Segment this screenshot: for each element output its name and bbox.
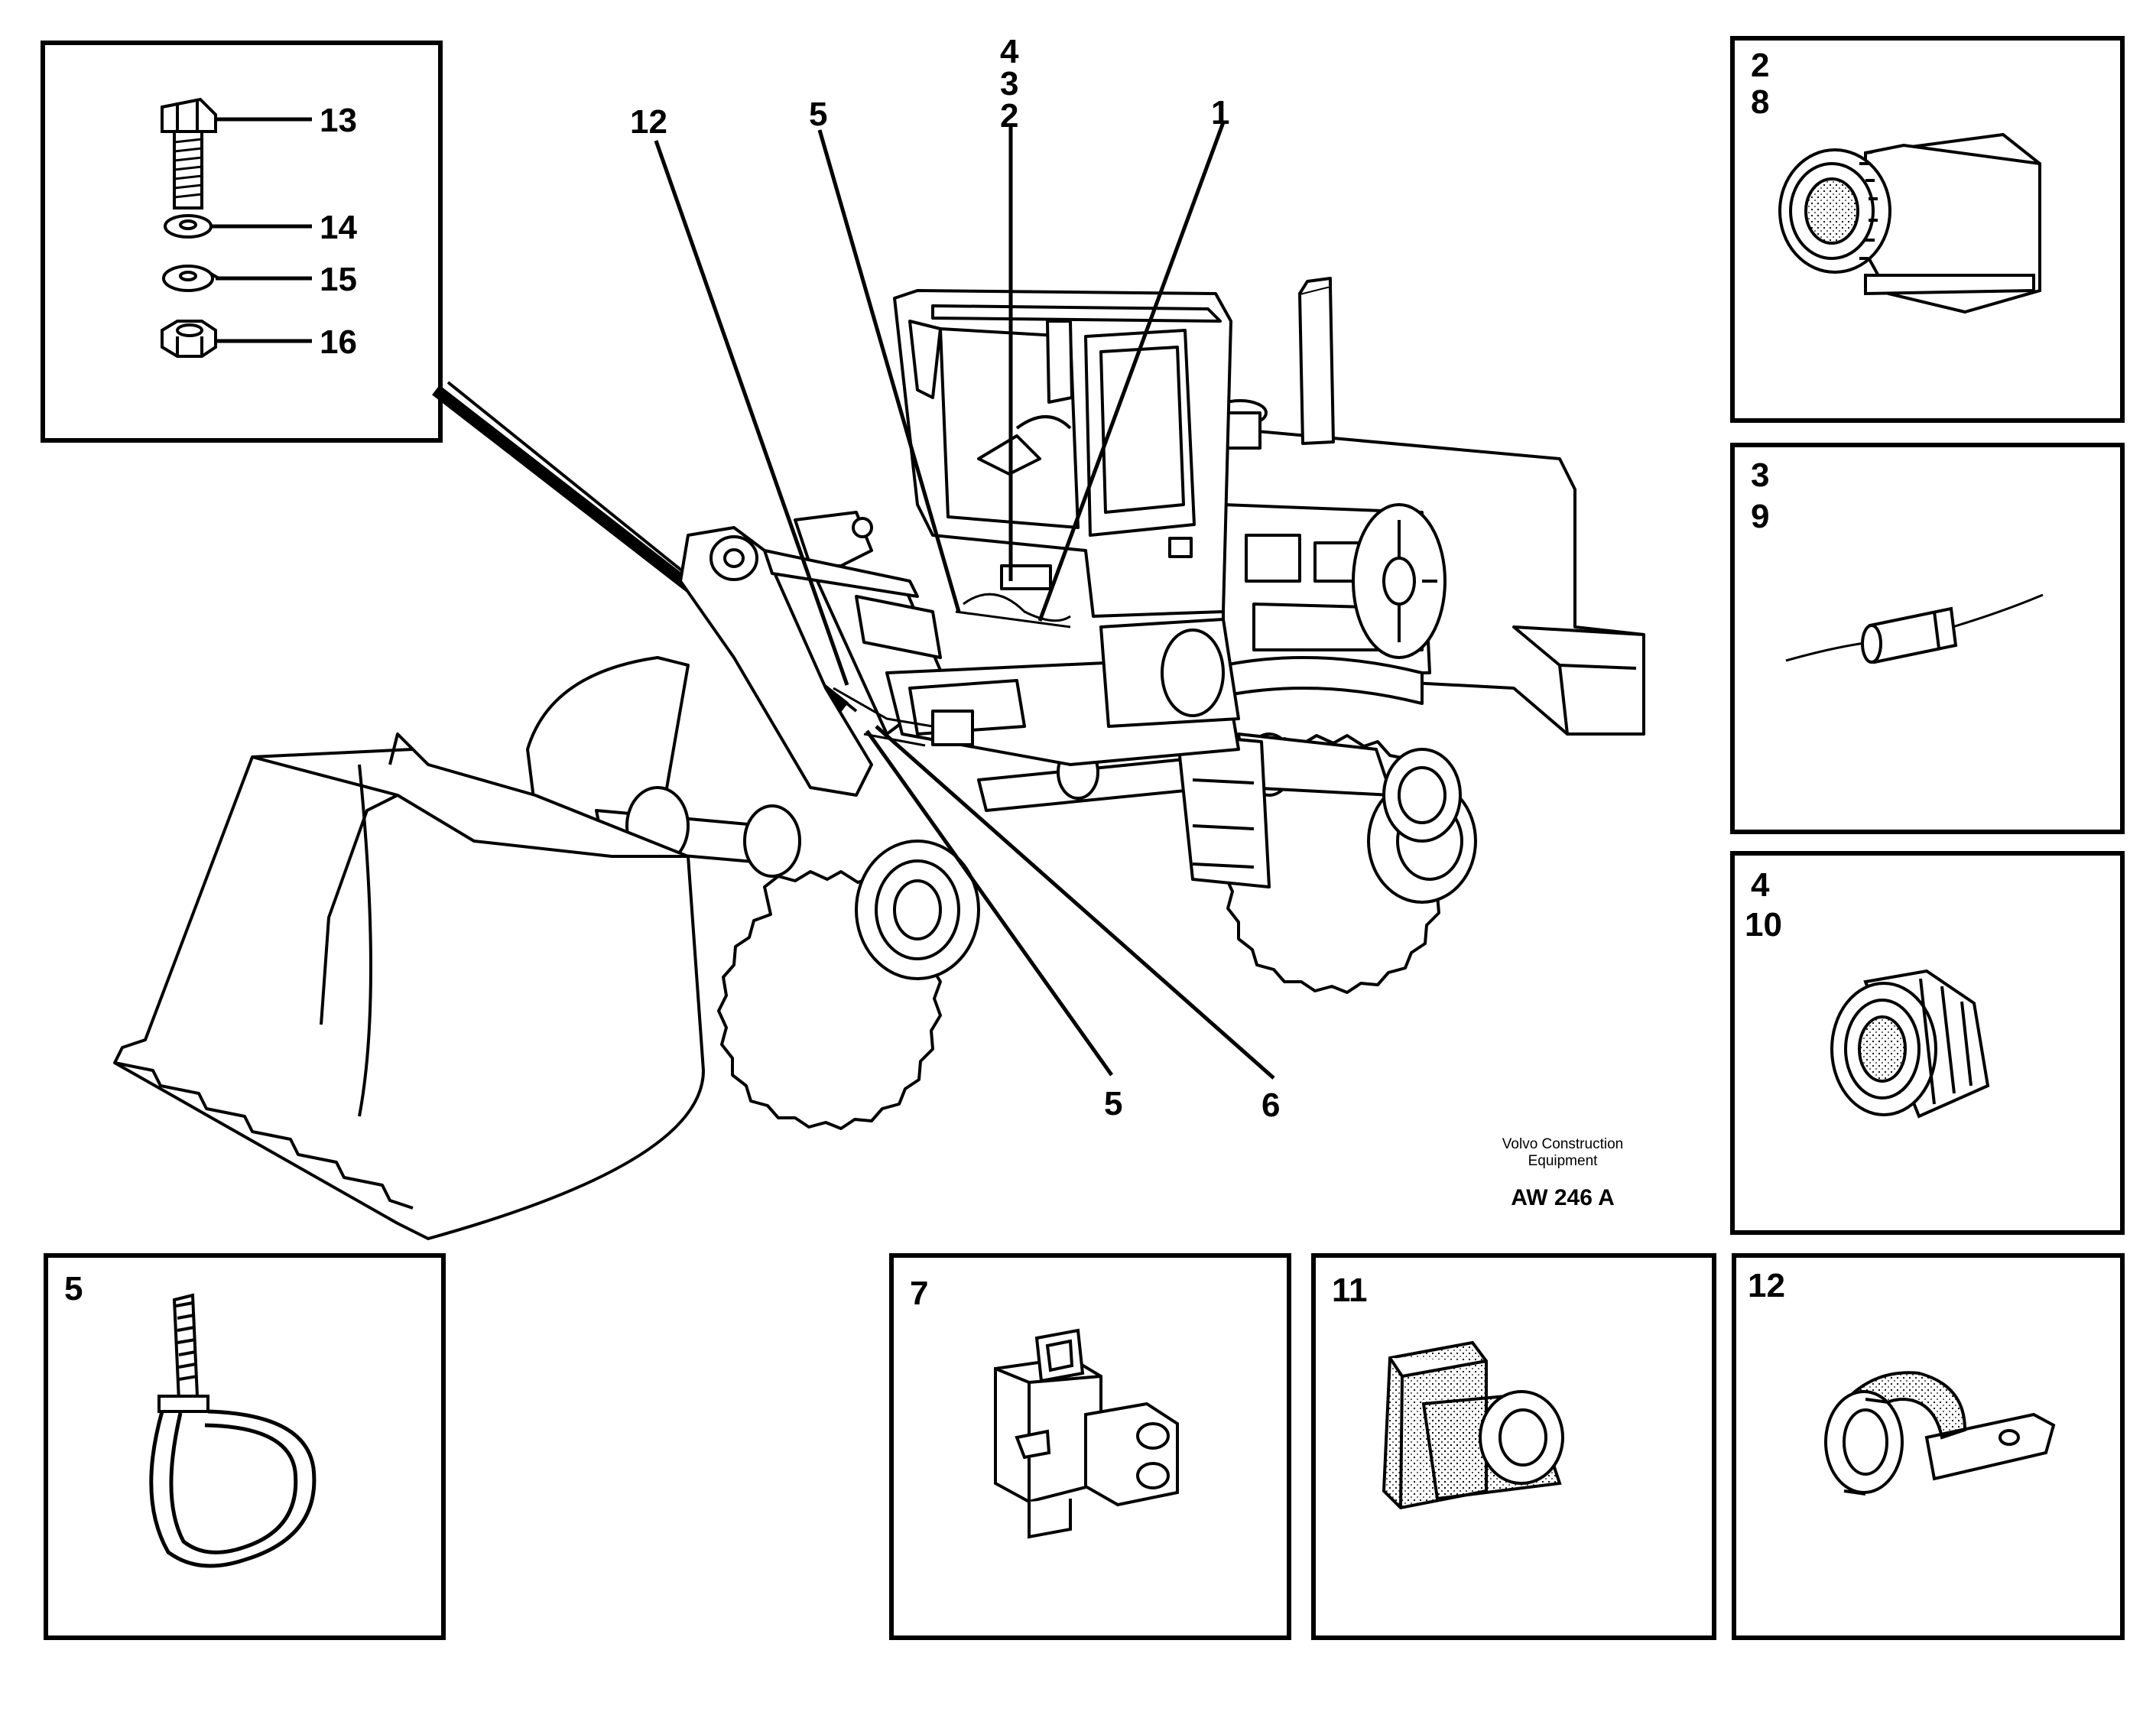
cable-tie-icon — [149, 1293, 317, 1568]
callout-4: 4 — [1000, 33, 1019, 70]
connector-cap-icon — [1830, 969, 1990, 1119]
callout-5-bottom: 5 — [1104, 1085, 1122, 1122]
panel-4-10-line1: 4 — [1751, 866, 1770, 904]
connector-housing-icon — [994, 1328, 1179, 1539]
callout-5-top: 5 — [809, 96, 827, 133]
detail-panel-11: 11 — [1311, 1253, 1716, 1640]
panel-4-10-line2: 10 — [1745, 906, 1782, 944]
callout-2: 2 — [1000, 97, 1018, 135]
callout-leaders — [654, 122, 1275, 1080]
callout-3: 3 — [1000, 65, 1018, 102]
diode-icon — [1785, 593, 2044, 664]
panel-5-line1: 5 — [64, 1270, 83, 1307]
detail-panel-7: 7 — [889, 1253, 1291, 1640]
hex-nut-icon — [161, 320, 217, 358]
label-14: 14 — [320, 209, 357, 246]
panel-7-line1: 7 — [910, 1275, 928, 1312]
detail-box-fasteners: 13 14 15 16 — [41, 41, 443, 443]
detail-panel-4-10: 4 10 — [1730, 851, 2125, 1235]
exhaust-stack — [1298, 284, 1335, 445]
panel-12-line1: 12 — [1748, 1267, 1785, 1304]
callout-6: 6 — [1261, 1086, 1280, 1124]
detail-panel-2-8: 2 8 — [1730, 36, 2125, 423]
detail-panel-3-9: 3 9 — [1730, 443, 2125, 834]
bucket-teeth — [114, 1061, 414, 1210]
cable-clip-icon — [1824, 1371, 2056, 1496]
lift-arm — [679, 526, 873, 797]
panel-11-line1: 11 — [1332, 1272, 1368, 1309]
connector-plug-icon — [1778, 132, 2041, 314]
panel-2-8-line1: 2 — [1751, 47, 1769, 84]
panel-3-9-line2: 9 — [1751, 498, 1769, 535]
detail-panel-5: 5 — [44, 1253, 446, 1640]
bolt-icon — [161, 97, 217, 210]
washer-icon — [164, 214, 213, 239]
lock-washer-icon — [162, 265, 220, 292]
detail-panel-12: 12 — [1732, 1253, 2125, 1640]
manufacturer-credit-line2: Equipment — [1528, 1153, 1599, 1169]
label-13: 13 — [320, 102, 357, 139]
panel-2-8-line2: 8 — [1751, 83, 1769, 121]
manufacturer-credit: Volvo Construction — [1502, 1136, 1623, 1152]
label-16: 16 — [320, 323, 357, 361]
wheel-loader-illustration — [113, 277, 1645, 1240]
callout-1: 1 — [1211, 94, 1229, 132]
callout-12: 12 — [630, 103, 667, 141]
panel-3-9-line1: 3 — [1751, 456, 1769, 494]
bucket — [113, 748, 705, 1240]
grommet-icon — [1382, 1340, 1564, 1510]
drawing-code: AW 246 A — [1511, 1185, 1615, 1210]
label-15: 15 — [320, 261, 357, 298]
control-unit — [931, 710, 974, 746]
